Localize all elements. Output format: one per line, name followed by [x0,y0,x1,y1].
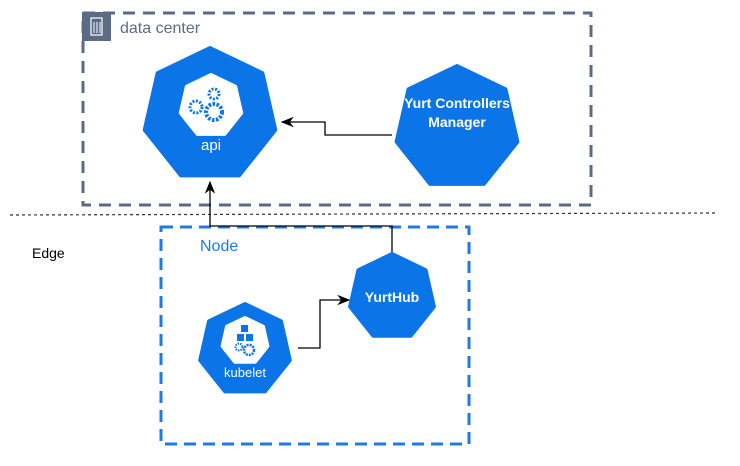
controllers-to-api-arrow [280,116,392,136]
edge-label: Edge [32,245,65,261]
gears-icon [178,73,244,136]
node-boundary [159,225,471,446]
yurthub-label: YurtHub [365,289,419,305]
yurthub-node[interactable] [348,252,436,338]
controllers-node[interactable] [394,64,520,186]
datacenter-boundary [81,11,593,207]
cubes-gears-icon [220,316,270,364]
controllers-label-line1: Yurt Controllers [404,95,510,111]
api-label: api [201,137,221,154]
edge-separator [9,212,717,216]
yurthub-to-api-arrow [204,180,393,256]
datacenter-label: data center [120,20,201,37]
building-icon [82,12,111,41]
kubelet-to-yurthub-arrow [298,294,351,349]
kubelet-label: kubelet [224,365,266,380]
node-label: Node [200,238,238,255]
controllers-label-line2: Manager [428,114,486,130]
